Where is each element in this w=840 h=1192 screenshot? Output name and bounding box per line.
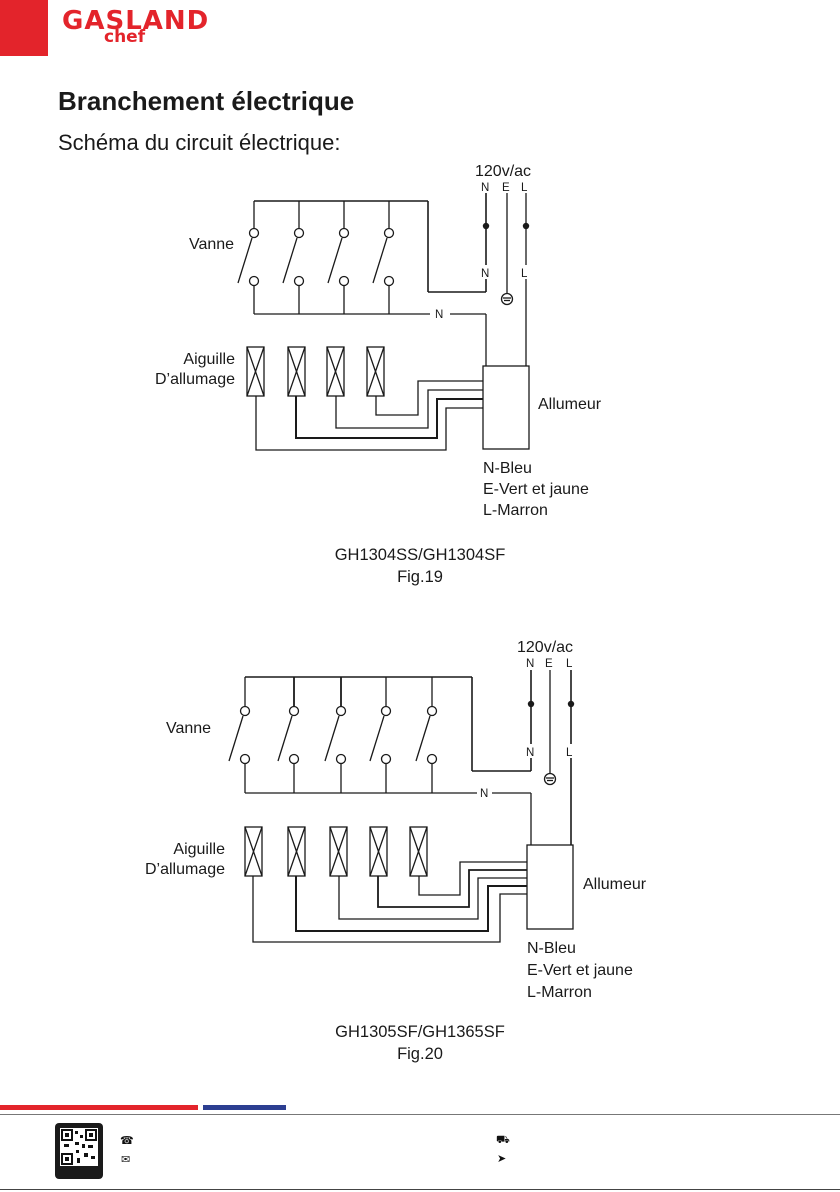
footer-accent-red	[0, 1105, 198, 1110]
terminal-e-label: E	[545, 658, 553, 670]
wire-l-label: L	[566, 747, 573, 759]
location-arrow-icon: ➤	[497, 1152, 506, 1165]
allumage-label: D’allumage	[145, 861, 225, 878]
terminal-l-label: L	[566, 658, 573, 670]
cart-icon: ⛟	[496, 1134, 510, 1148]
terminal-n-label: N	[526, 658, 534, 670]
supply-label: 120v/ac	[517, 639, 573, 656]
fig20-caption: GH1305SF/GH1365SF Fig.20	[0, 1021, 840, 1065]
footer-divider	[0, 1114, 840, 1115]
neutral-bus-label: N	[480, 788, 488, 800]
aiguille-label: Aiguille	[173, 841, 225, 858]
phone-icon: ☎	[120, 1134, 134, 1147]
allumeur-label: Allumeur	[583, 876, 647, 893]
page-bottom-rule	[0, 1189, 840, 1190]
vanne-label: Vanne	[166, 720, 211, 737]
circuit-diagram-fig20: 120v/ac N E L N L N Vanne Aiguille D’all…	[0, 0, 840, 1010]
wire-n-label: N	[526, 747, 534, 759]
legend-n: N-Bleu	[527, 940, 576, 957]
fig20-model: GH1305SF/GH1365SF	[0, 1021, 840, 1043]
fig20-number: Fig.20	[0, 1043, 840, 1065]
qr-code	[55, 1123, 103, 1179]
mail-icon: ✉	[121, 1153, 130, 1166]
legend-l: L-Marron	[527, 984, 592, 1001]
footer-accent-blue	[203, 1105, 286, 1110]
legend-e: E-Vert et jaune	[527, 962, 633, 979]
